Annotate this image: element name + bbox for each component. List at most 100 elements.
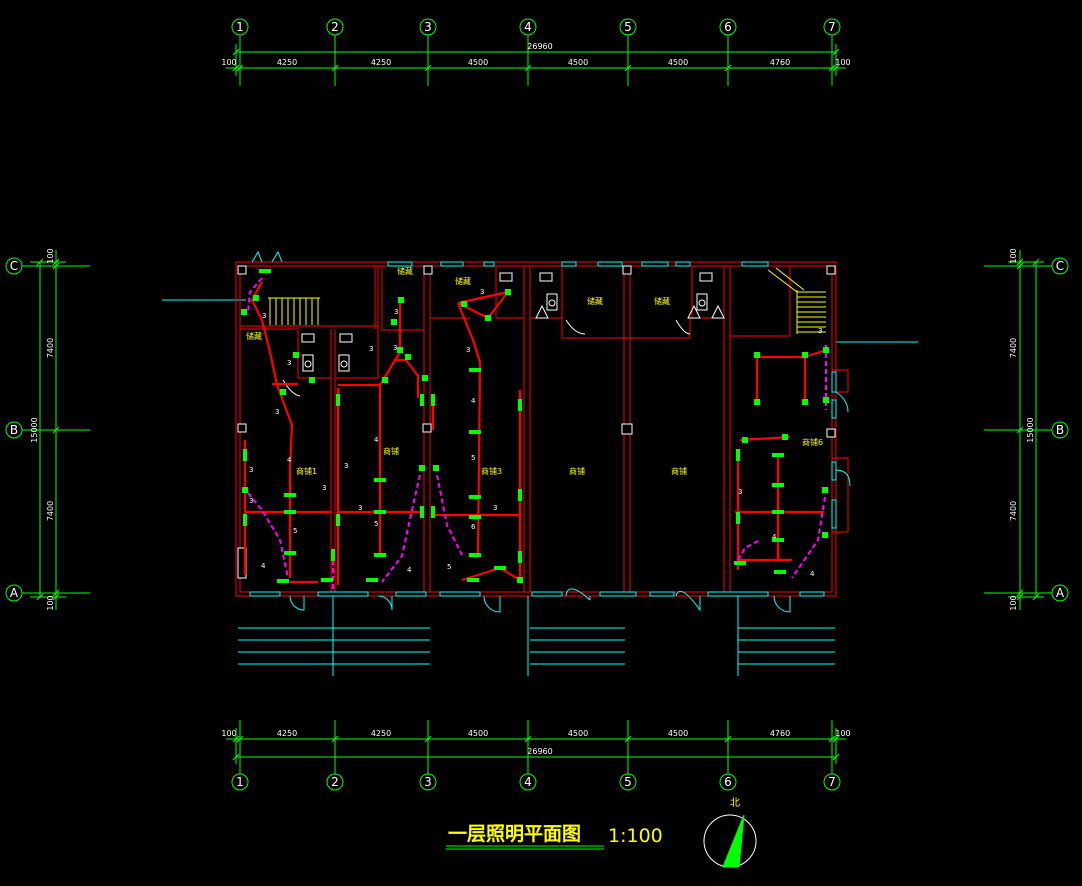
light-fixture-icon (517, 577, 523, 583)
dimension-tick (1032, 258, 1040, 266)
segment-dimension: 100 (221, 58, 236, 67)
axis-circle (326, 773, 344, 791)
dimension-tick (331, 64, 339, 72)
circuit-wire (804, 348, 827, 359)
light-fixture-icon (374, 478, 386, 482)
segment-dimension: 4760 (770, 729, 790, 738)
axis-bubble-C: C (1051, 257, 1069, 275)
room-label-shop: 商铺6 (802, 437, 823, 447)
overall-dimension: 15000 (30, 417, 39, 442)
light-fixture-icon (742, 437, 748, 443)
toilet-icon (338, 354, 350, 372)
light-fixture-icon (398, 297, 404, 303)
axis-bubble-5: 5 (619, 18, 637, 36)
room-label-shop: 商铺3 (481, 466, 502, 476)
axis-label: C (1056, 259, 1064, 273)
stair-edge (767, 269, 798, 293)
drawing-title: 一层照明平面图 (448, 823, 581, 845)
light-fixture-icon (422, 375, 428, 381)
window (641, 261, 669, 267)
segment-dimension: 100 (835, 729, 850, 738)
axis-bubble-C: C (5, 257, 23, 275)
dimension-tick (232, 48, 240, 56)
window (597, 261, 623, 267)
column (237, 423, 247, 433)
sink-icon (301, 333, 315, 343)
circuit-number: 3 (358, 504, 362, 512)
circuit-number: 5 (447, 563, 451, 571)
axis-bubble-3: 3 (419, 18, 437, 36)
axis-label: 2 (331, 20, 339, 34)
dimension-tick (524, 64, 532, 72)
circuit-number: 3 (818, 327, 822, 335)
circuit-number: 3 (275, 408, 279, 416)
light-fixture-icon (461, 301, 467, 307)
circuit-number: 6 (471, 523, 476, 531)
axis-label: 5 (624, 20, 632, 34)
door-arc (289, 595, 305, 611)
dimension-tick (1016, 262, 1024, 270)
segment-dimension: 4250 (277, 729, 297, 738)
door-arc (483, 595, 501, 613)
door-arc (675, 590, 701, 612)
light-fixture-icon (293, 352, 299, 358)
axis-bubble-5: 5 (619, 773, 637, 791)
room-label-storage: 储藏 (246, 331, 262, 341)
light-fixture-icon (802, 399, 808, 405)
column (826, 265, 836, 275)
segment-dimension: 7400 (1009, 338, 1018, 358)
axis-circle (231, 773, 249, 791)
circuit-number: 5 (293, 527, 297, 535)
light-fixture-icon (782, 434, 788, 440)
light-fixture-icon (336, 514, 340, 526)
axis-bubble-4: 4 (519, 773, 537, 791)
overall-dimension: 26960 (527, 42, 552, 51)
light-fixture-icon (772, 510, 784, 514)
circuit-number: 3 (393, 344, 397, 352)
door-swing (535, 304, 725, 319)
dimension-tick (624, 64, 632, 72)
axis-bubble-1: 1 (231, 773, 249, 791)
conduit-dashed (247, 277, 263, 313)
door-arc (835, 391, 851, 487)
axis-label: B (1056, 423, 1064, 437)
circuit-number: 5 (471, 454, 475, 462)
axis-label: 7 (828, 20, 836, 34)
light-fixture-icon (469, 368, 481, 372)
window (707, 591, 769, 597)
door-arc (773, 595, 791, 613)
stair-wall (730, 266, 791, 337)
bottom-axis-row: 1 2 3 4 5 6 7 (231, 720, 841, 791)
light-fixture-icon (366, 578, 378, 582)
bottom-dimensions: 100 4250 4250 4500 4500 4500 4760 100 26… (221, 728, 851, 764)
light-fixture-icon (518, 489, 522, 501)
segment-dimension: 100 (221, 729, 236, 738)
door-arc (565, 588, 591, 601)
axis-label: A (10, 586, 19, 600)
column (423, 265, 433, 275)
circuit-number: 3 (466, 346, 470, 354)
segment-dimension: 4500 (568, 58, 588, 67)
circuit-number: 3 (738, 488, 742, 496)
circuit-wire (250, 281, 294, 578)
room-label-storage: 储藏 (397, 266, 413, 276)
window (531, 591, 563, 597)
light-fixture-icon (374, 510, 386, 514)
dimension-tick (1016, 426, 1024, 434)
overall-dimension: 15000 (1026, 417, 1035, 442)
axis-label: 3 (424, 20, 432, 34)
circuit-number: 5 (374, 520, 378, 528)
light-fixture-icon (431, 506, 435, 518)
dimension-tick (832, 64, 840, 72)
light-fixture-icon (420, 394, 424, 406)
circuit-number: 4 (810, 570, 815, 578)
segment-dimension: 7400 (46, 501, 55, 521)
overall-dimension: 26960 (527, 747, 552, 756)
axis-label: 4 (524, 775, 532, 789)
dimension-tick (1016, 593, 1024, 601)
light-fixture-icon (467, 578, 479, 582)
sink-icon (499, 272, 513, 282)
room-label-shop: 商铺 (671, 466, 687, 476)
segment-dimension: 4250 (371, 58, 391, 67)
